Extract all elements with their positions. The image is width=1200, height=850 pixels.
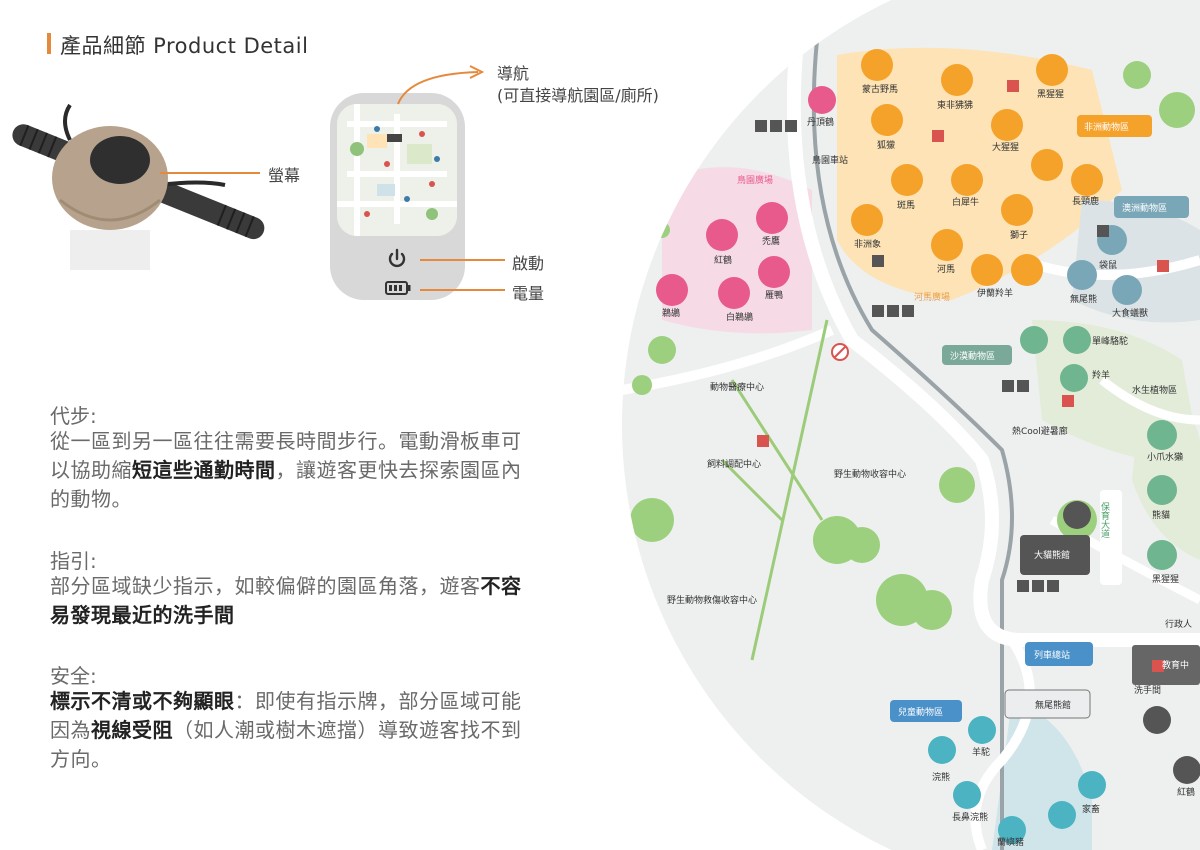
map-label-formosa-road: 保育大道 — [1099, 501, 1110, 539]
map-label-river-plaza: 河馬廣場 — [914, 291, 950, 303]
map-animal-10: 伊蘭羚羊 — [977, 287, 1013, 299]
map-animal-21: 單峰駱駝 — [1092, 335, 1128, 347]
map-label-wildlife-center: 野生動物收容中心 — [834, 468, 906, 480]
map-animal-12: 紅鶴 — [714, 254, 732, 266]
map-animal-28: 浣熊 — [932, 771, 950, 783]
map-label-feed-center: 飼料調配中心 — [707, 458, 761, 470]
zoo-map[interactable]: 非洲動物區 澳洲動物區 沙漠動物區 列車總站 兒童動物區 大貓熊館 無尾熊館 教… — [622, 0, 1200, 850]
map-label-desert: 沙漠動物區 — [950, 350, 995, 362]
map-animal-15: 白鵜鶘 — [726, 311, 753, 323]
title-accent-bar — [47, 33, 51, 54]
map-animal-2: 黑猩猩 — [1037, 89, 1064, 100]
map-animal-23: 水生植物區 — [1132, 384, 1177, 396]
battery-label: 電量 — [512, 284, 545, 303]
section-safety-head: 安全: — [50, 664, 97, 688]
map-animal-31: 蘭嶼豬 — [997, 836, 1024, 848]
map-label-train-station: 列車總站 — [1034, 649, 1070, 661]
map-animal-0: 蒙古野馬 — [862, 83, 898, 95]
map-label-panda-hall: 大貓熊館 — [1034, 549, 1070, 561]
nav-pointer-arrow — [397, 65, 485, 105]
screen-pointer-line — [160, 172, 260, 174]
map-animal-22: 羚羊 — [1092, 369, 1110, 381]
map-label-australia: 澳洲動物區 — [1122, 202, 1167, 214]
map-animal-14: 禿鷹 — [762, 235, 780, 247]
map-animal-18: 袋鼠 — [1099, 259, 1117, 271]
map-label-education: 教育中 — [1162, 659, 1189, 671]
map-animal-29: 羊駝 — [972, 746, 990, 758]
map-label-restroom: 洗手間 — [1134, 684, 1161, 696]
battery-pointer-line — [420, 289, 505, 291]
map-animal-4: 大猩猩 — [992, 141, 1019, 153]
map-label-bird-plaza: 鳥園廣場 — [737, 174, 773, 186]
map-label-africa: 非洲動物區 — [1084, 121, 1129, 133]
power-pointer-line — [420, 259, 505, 261]
nav-label: 導航 — [497, 64, 530, 83]
power-icon[interactable] — [386, 248, 408, 270]
map-animal-11: 獅子 — [1010, 229, 1028, 241]
map-label-medical-center: 動物醫療中心 — [710, 381, 764, 393]
battery-icon — [385, 281, 411, 295]
map-animal-30: 長鼻浣熊 — [952, 811, 988, 823]
map-label-koala-hall: 無尾熊館 — [1035, 699, 1071, 711]
map-animal-32: 家畜 — [1082, 803, 1100, 815]
screen-label: 螢幕 — [268, 166, 301, 185]
map-animal-8: 非洲象 — [854, 238, 881, 250]
map-animal-13: 鵜鶘 — [662, 307, 680, 319]
map-label-admin: 行政人 — [1165, 618, 1192, 630]
map-label-cool-corridor: 熱Cool避暑廊 — [1012, 425, 1068, 437]
map-animal-26: 黑猩猩 — [1152, 574, 1179, 585]
section-safety-body: 標示不清或不夠顯眼：即使有指示牌，部分區域可能因為視線受阻（如人潮或樹木遮擋）導… — [50, 689, 522, 771]
page-title: 產品細節 Product Detail — [60, 34, 309, 58]
map-animal-5: 斑馬 — [897, 199, 915, 211]
map-animal-33: 紅鶴 — [1177, 786, 1195, 798]
map-animal-25: 熊貓 — [1152, 509, 1170, 521]
scooter-illustration — [12, 103, 265, 270]
map-animal-1: 東非狒狒 — [937, 99, 973, 111]
map-animal-19: 無尾熊 — [1070, 293, 1097, 305]
map-label-rescue-center: 野生動物救傷收容中心 — [667, 594, 757, 606]
map-label-bird-station: 鳥園車站 — [812, 154, 848, 166]
map-animal-9: 河馬 — [937, 263, 955, 275]
map-animal-24: 小爪水獺 — [1147, 451, 1183, 463]
section-guide-head: 指引: — [50, 549, 97, 573]
section-guide-body: 部分區域缺少指示，如較偏僻的園區角落，遊客不容易發現最近的洗手間 — [50, 574, 522, 627]
power-label: 啟動 — [512, 254, 545, 273]
nav-sublabel: (可直接導航園區/廁所) — [497, 86, 659, 105]
device-screen — [337, 104, 457, 236]
section-mobility-head: 代步: — [50, 404, 97, 428]
map-animal-6: 白犀牛 — [952, 196, 979, 208]
map-animal-20: 大食蟻獸 — [1112, 307, 1148, 319]
map-label-kids-zone: 兒童動物區 — [898, 706, 943, 718]
map-animal-17: 丹頂鶴 — [807, 116, 834, 128]
map-animal-7: 長頸鹿 — [1072, 195, 1099, 207]
map-animal-16: 雁鴨 — [765, 289, 783, 301]
map-animal-3: 狐獴 — [877, 139, 895, 151]
section-mobility-body: 從一區到另一區往往需要長時間步行。電動滑板車可以協助縮短這些通勤時間，讓遊客更快… — [50, 429, 522, 511]
